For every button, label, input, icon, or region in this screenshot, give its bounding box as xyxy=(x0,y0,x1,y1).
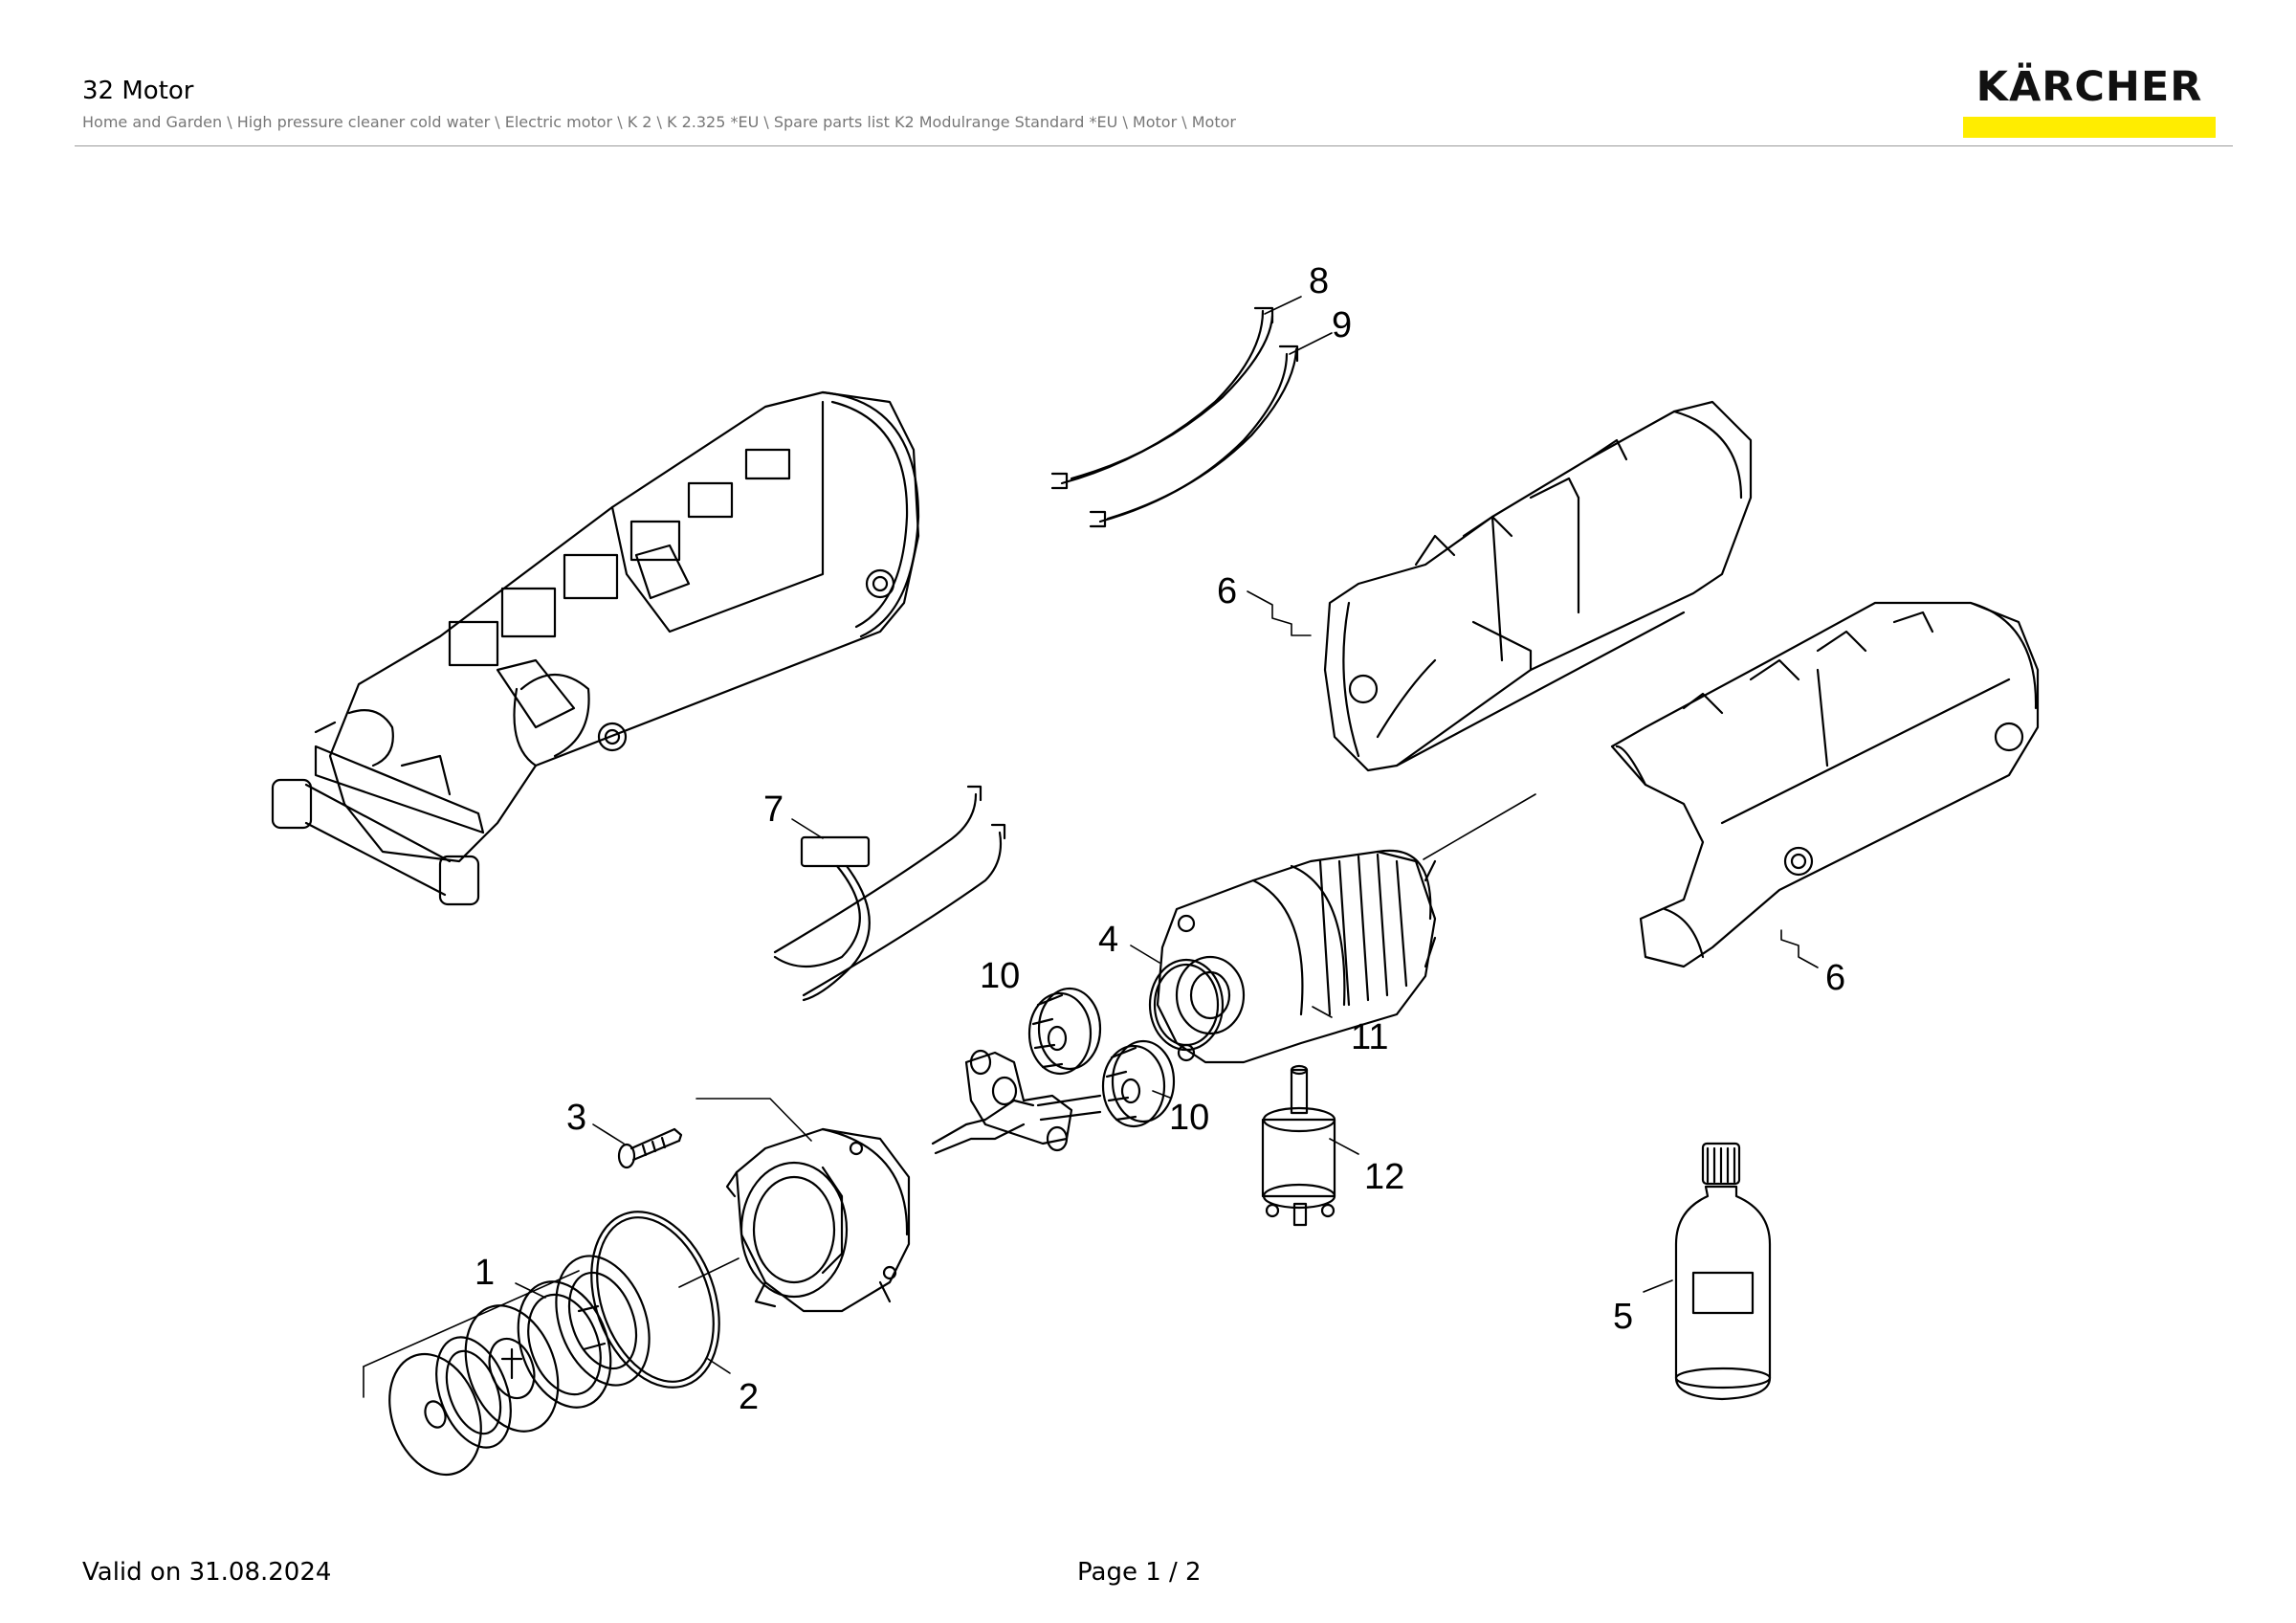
callout-4: 4 xyxy=(1098,920,1118,960)
part-2-o-ring xyxy=(590,1211,720,1389)
leader-lines xyxy=(363,296,1819,1398)
part-1-bearing-assembly xyxy=(388,1255,651,1477)
callout-7: 7 xyxy=(763,789,784,830)
logo-yellow-bar xyxy=(1963,117,2216,138)
breadcrumb: Home and Garden \ High pressure cleaner … xyxy=(82,113,1236,131)
callout-1: 1 xyxy=(475,1253,495,1293)
callout-10: 10 xyxy=(1169,1098,1209,1138)
footer-page-number: Page 1 / 2 xyxy=(1077,1558,1202,1587)
part-3-screw xyxy=(617,1127,683,1169)
part-7-capacitor xyxy=(773,785,1006,1002)
part-12-mount xyxy=(1261,1064,1336,1227)
header-divider xyxy=(75,145,2233,146)
part-11-motor xyxy=(1156,849,1437,1064)
callout-3: 3 xyxy=(566,1098,586,1138)
karcher-logo: KÄRCHER xyxy=(1963,61,2216,138)
logo-wordmark: KÄRCHER xyxy=(1976,63,2203,111)
callout-2: 2 xyxy=(739,1377,759,1417)
gear-housing xyxy=(725,1127,911,1313)
part-10-gear-lower xyxy=(1101,1039,1176,1128)
footer-valid-date: Valid on 31.08.2024 xyxy=(82,1558,332,1587)
part-5-oil-bottle xyxy=(1674,1142,1772,1401)
drive-shaft xyxy=(931,1049,1102,1155)
callout-5: 5 xyxy=(1613,1297,1633,1337)
assembled-motor-housing xyxy=(271,390,920,906)
page-title: 32 Motor xyxy=(82,77,194,105)
callout-12: 12 xyxy=(1364,1157,1404,1197)
callout-9: 9 xyxy=(1332,305,1352,345)
callout-8: 8 xyxy=(1309,261,1329,301)
callout-6: 6 xyxy=(1217,571,1237,611)
part-8-9-wires xyxy=(1050,306,1299,528)
callout-11: 11 xyxy=(1351,1017,1388,1057)
callout-6: 6 xyxy=(1825,958,1845,998)
part-6-lower-shell xyxy=(1610,601,2040,968)
callout-10: 10 xyxy=(980,956,1020,996)
part-4-o-ring xyxy=(1148,958,1225,1052)
part-10-gear-upper xyxy=(1027,987,1102,1076)
part-6-upper-shell xyxy=(1323,400,1753,772)
